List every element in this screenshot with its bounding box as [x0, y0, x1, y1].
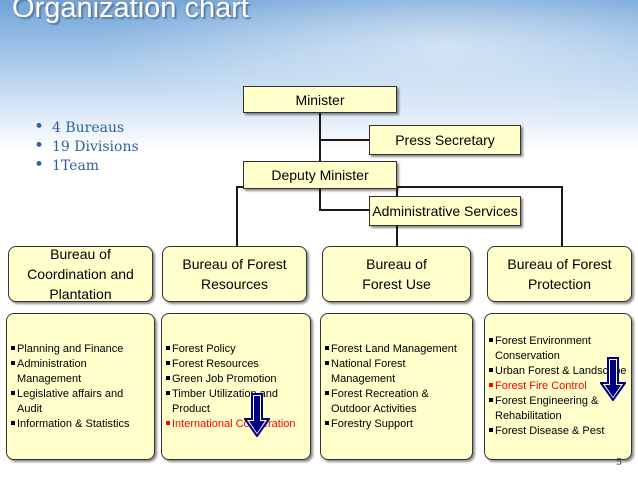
- page-number: 5: [616, 458, 622, 468]
- summary-bullets: 4 Bureaus 19 Divisions 1Team: [34, 118, 139, 176]
- slide-title: Organization chart: [12, 0, 249, 24]
- division-item: Urban Forest & Landscape: [489, 364, 627, 379]
- bureau-forest-protection: Bureau of Forest Protection: [487, 246, 632, 302]
- division-item: Forest Disease & Pest: [489, 424, 627, 439]
- division-item: Forestry Support: [325, 417, 468, 432]
- division-item-highlighted: International Cooperation: [166, 417, 306, 432]
- division-item: National Forest: [325, 357, 468, 372]
- division-item: Legislative affairs and Audit: [11, 387, 150, 417]
- division-item: Planning and Finance: [11, 342, 150, 357]
- administrative-services-box: Administrative Services: [369, 196, 521, 226]
- division-item: Forest Resources: [166, 357, 306, 372]
- division-item-continued: Management: [331, 372, 396, 385]
- connector-press: [319, 139, 369, 141]
- division-item-highlighted: Forest Fire Control: [489, 379, 627, 394]
- bureau-forest-use: Bureau of Forest Use: [322, 246, 471, 302]
- bullet-bureaus: 4 Bureaus: [34, 118, 139, 138]
- deputy-minister-box: Deputy Minister: [243, 161, 397, 189]
- division-item: Forest Land Management: [325, 342, 468, 357]
- division-item-continued: Conservation: [495, 350, 560, 362]
- connector-horizontal-bus: [236, 186, 562, 188]
- division-item-continued: Product: [172, 402, 210, 415]
- division-item-continued: Rehabilitation: [495, 410, 562, 422]
- divisions-coordination-plantation: Planning and Finance Administration Mana…: [6, 313, 155, 460]
- connector-admin: [319, 209, 369, 211]
- connector-bureau-2: [236, 186, 238, 246]
- division-item: Forest Recreation &: [325, 387, 468, 402]
- divisions-forest-protection: Forest Environment Conservation Urban Fo…: [484, 313, 632, 460]
- connector-bureau-4: [561, 186, 563, 246]
- division-item-continued: Management: [17, 372, 82, 385]
- down-arrow-icon: [244, 393, 270, 437]
- bureau-coordination-plantation: Bureau of Coordination and Plantation: [8, 246, 153, 302]
- bullet-divisions: 19 Divisions: [34, 137, 139, 157]
- division-item: Forest Policy: [166, 342, 306, 357]
- divisions-forest-resources: Forest Policy Forest Resources Green Job…: [161, 313, 311, 460]
- division-item-continued: Outdoor Activities: [331, 402, 417, 415]
- divisions-forest-use: Forest Land Management National Forest M…: [320, 313, 473, 460]
- bureau-forest-resources: Bureau of Forest Resources: [162, 246, 307, 302]
- division-item: Green Job Promotion: [166, 372, 306, 387]
- division-item: Forest Environment: [489, 334, 627, 349]
- minister-box: Minister: [243, 86, 397, 113]
- division-item: Timber Utilization and: [166, 387, 306, 402]
- division-item: Administration: [11, 357, 150, 372]
- division-item: Information & Statistics: [11, 417, 150, 432]
- down-arrow-icon: [600, 357, 626, 401]
- division-item: Forest Engineering &: [489, 394, 627, 409]
- bullet-team: 1Team: [34, 156, 139, 176]
- press-secretary-box: Press Secretary: [369, 125, 521, 155]
